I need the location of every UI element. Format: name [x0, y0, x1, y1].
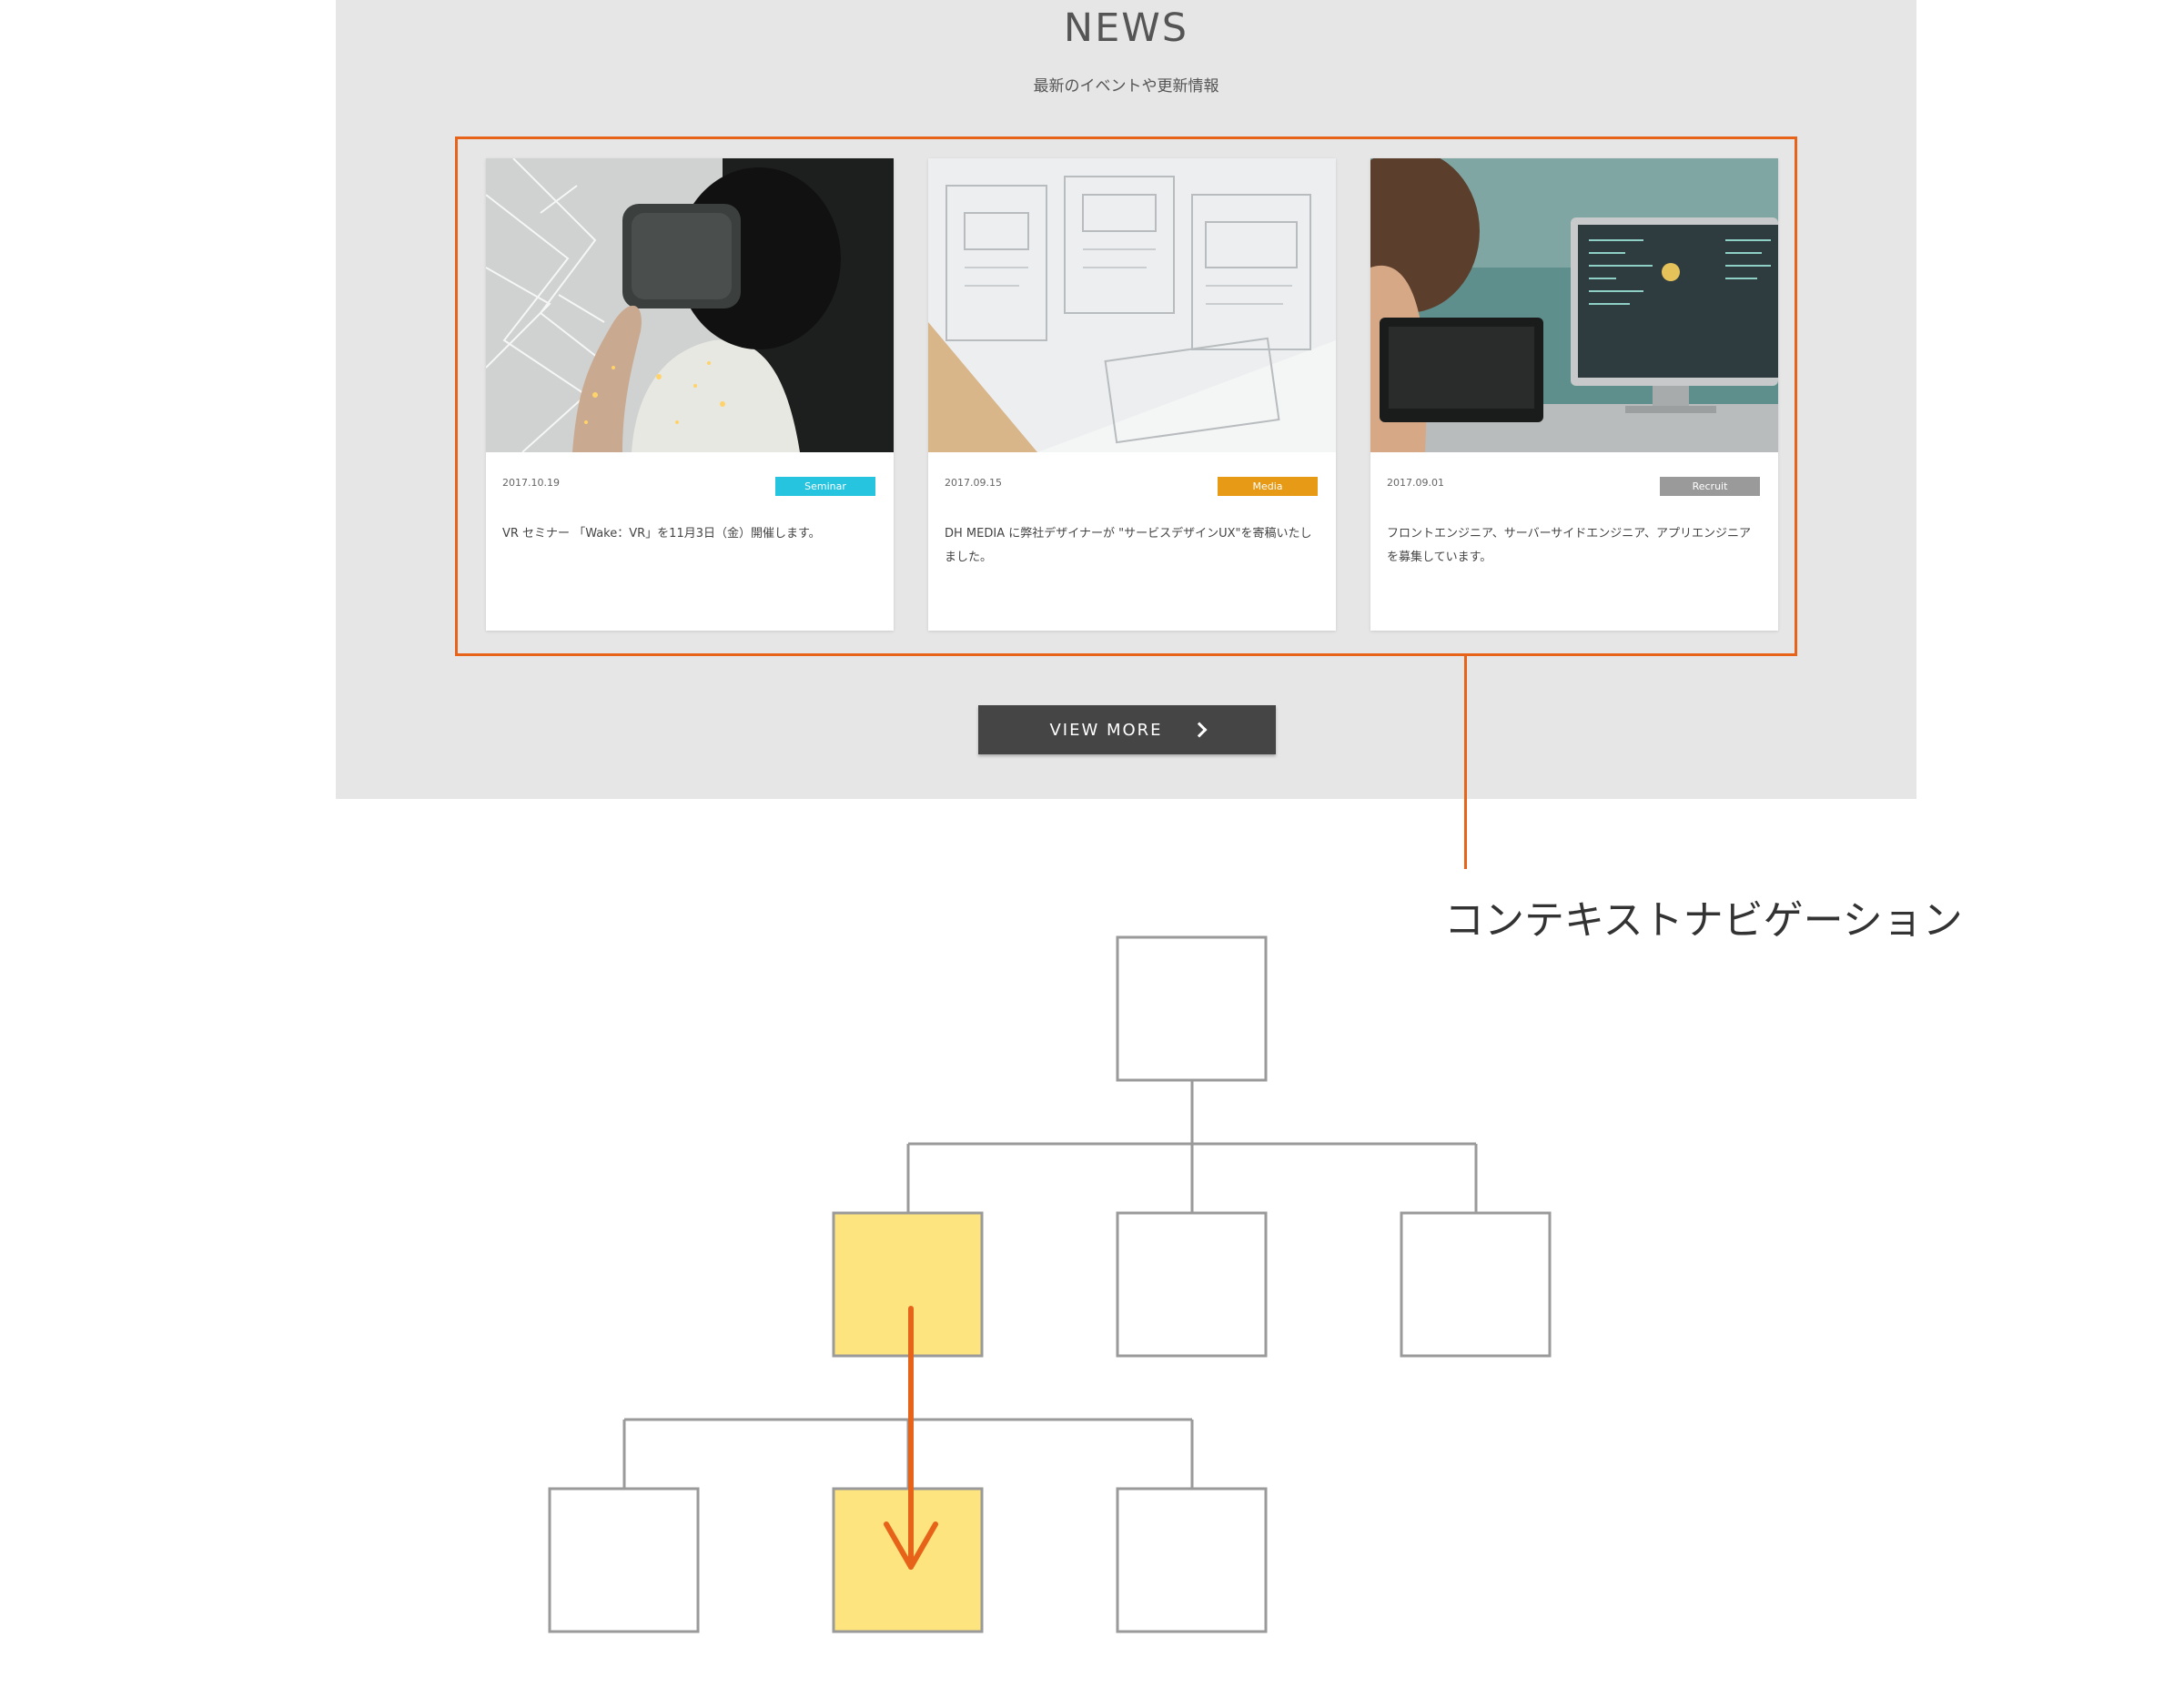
card-text: VR セミナー 「Wake：VR」を11月3日（金）開催します。	[502, 527, 821, 541]
news-subtitle: 最新のイベントや更新情報	[1033, 77, 1219, 96]
tree-node-level2-left	[548, 1487, 700, 1633]
card-date: 2017.10.19	[502, 477, 560, 489]
tree-node-root	[1116, 935, 1268, 1082]
view-more-button[interactable]: VIEW MORE	[978, 705, 1276, 754]
context-navigation-highlight	[455, 136, 1797, 656]
category-badge: Media	[1218, 477, 1318, 496]
card-date: 2017.09.01	[1387, 477, 1444, 489]
category-badge: Seminar	[775, 477, 875, 496]
news-title: NEWS	[1063, 5, 1189, 51]
news-card[interactable]: 2017.09.15 Media DH MEDIA に弊社デザイナーが "サービ…	[928, 158, 1336, 631]
tree-node-level2-right	[1116, 1487, 1268, 1633]
vr-headset-photo	[486, 158, 894, 452]
tree-node-level1-right	[1400, 1211, 1552, 1358]
news-card[interactable]: 2017.09.01 Recruit フロントエンジニア、サーバーサイドエンジニ…	[1370, 158, 1778, 631]
view-more-label: VIEW MORE	[1049, 720, 1163, 740]
card-text: DH MEDIA に弊社デザイナーが "サービスデザインUX"を寄稿いたしました…	[945, 527, 1312, 564]
callout-line	[1464, 656, 1467, 869]
wireframe-sketch-photo	[928, 158, 1336, 452]
tree-node-level1-middle	[1116, 1211, 1268, 1358]
news-card[interactable]: 2017.10.19 Seminar VR セミナー 「Wake：VR」を11月…	[486, 158, 894, 631]
down-arrow-icon	[884, 1306, 938, 1570]
card-text: フロントエンジニア、サーバーサイドエンジニア、アプリエンジニアを募集しています。	[1387, 527, 1752, 564]
category-badge: Recruit	[1660, 477, 1760, 496]
card-date: 2017.09.15	[945, 477, 1002, 489]
developer-monitor-photo	[1370, 158, 1778, 452]
callout-label: コンテキストナビゲーション	[1444, 897, 1963, 944]
tree-node-level1-left	[832, 1211, 984, 1358]
